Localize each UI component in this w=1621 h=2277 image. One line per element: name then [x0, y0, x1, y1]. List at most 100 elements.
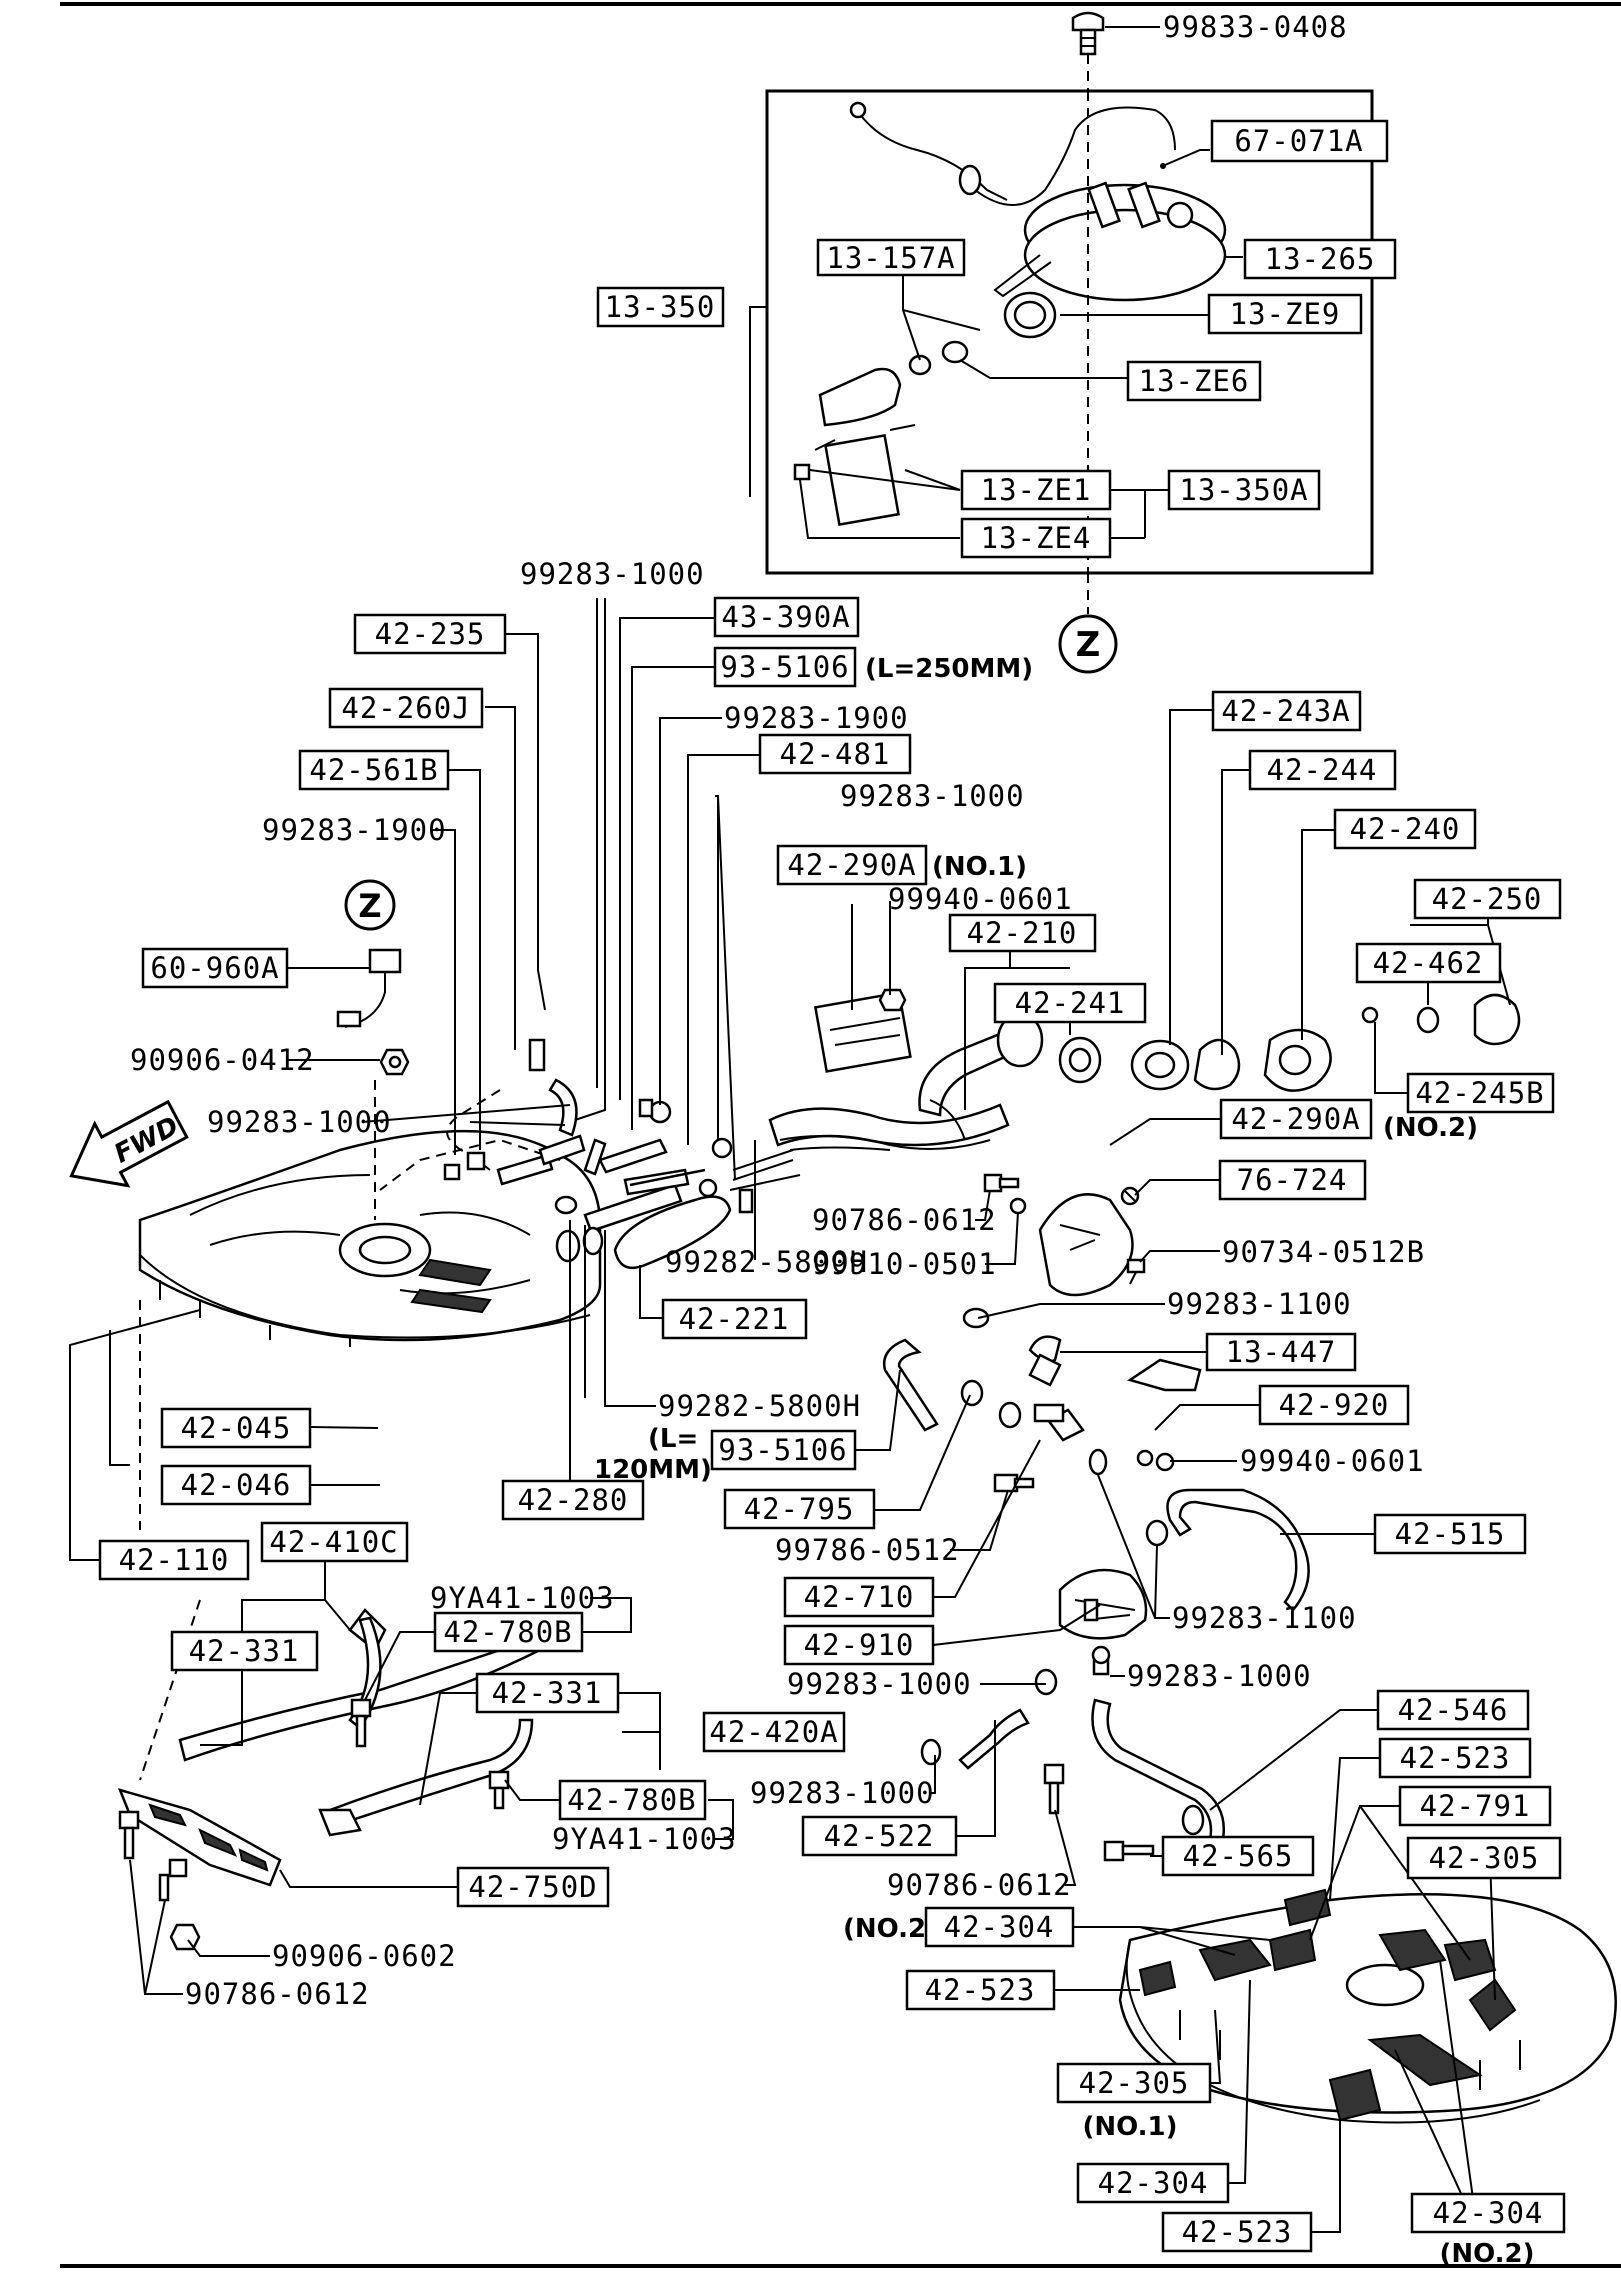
part-label-90786-0612-b: 90786-0612 [887, 1868, 1072, 1902]
vent-hose-drawing [882, 1307, 1310, 1862]
part-note-l-eq: (L= [648, 1424, 698, 1454]
part-label-99283-1100-b: 99283-1100 [1172, 1601, 1357, 1635]
part-label-42-410C: 42-410C [269, 1525, 398, 1559]
part-label-42-910: 42-910 [804, 1628, 915, 1662]
part-label-42-791: 42-791 [1420, 1789, 1531, 1823]
part-label-42-523-a: 42-523 [1400, 1741, 1511, 1775]
part-label-76-724: 76-724 [1237, 1163, 1348, 1197]
part-label-42-243A: 42-243A [1221, 694, 1350, 728]
part-label-13-350: 13-350 [605, 290, 716, 324]
part-label-42-522: 42-522 [824, 1819, 935, 1853]
part-note-no1-a: (NO.1) [932, 852, 1027, 882]
nut-icon [379, 1048, 410, 1076]
part-label-93-5106-b: 93-5106 [718, 1433, 847, 1467]
part-label-42-290A-a: 42-290A [787, 848, 916, 882]
part-label-99283-1900-b: 99283-1900 [262, 813, 447, 847]
connector-60-960A-icon [336, 948, 402, 1028]
part-label-99282-5800H-a: 99282-5800H [665, 1245, 868, 1279]
part-label-99283-1000-a: 99283-1000 [520, 557, 705, 591]
part-label-42-920: 42-920 [1279, 1388, 1390, 1422]
bolt-icon [158, 1858, 188, 1902]
part-label-42-046: 42-046 [181, 1468, 292, 1502]
part-label-13-ZE9: 13-ZE9 [1230, 297, 1341, 331]
part-label-60-960A: 60-960A [150, 951, 279, 985]
nut-icon [169, 1923, 201, 1951]
part-label-42-244: 42-244 [1267, 753, 1378, 787]
part-label-42-546: 42-546 [1398, 1693, 1509, 1727]
part-label-42-780B-b: 42-780B [567, 1783, 696, 1817]
part-label-99282-5800H-b: 99282-5800H [658, 1389, 861, 1423]
tank-straps-drawing [117, 1608, 543, 1951]
part-label-13-157A: 13-157A [826, 241, 955, 275]
part-label-42-304-a: 42-304 [944, 1910, 1055, 1944]
part-label-42-110: 42-110 [119, 1543, 230, 1577]
part-label-13-447: 13-447 [1226, 1335, 1337, 1369]
part-label-42-280: 42-280 [518, 1483, 629, 1517]
part-label-42-523-c: 42-523 [1182, 2215, 1293, 2249]
part-label-42-305-a: 42-305 [1429, 1841, 1540, 1875]
part-label-90786-0612-a: 90786-0612 [812, 1203, 997, 1237]
fuel-tank-upper-drawing [138, 1130, 602, 1347]
part-label-9YA41-1003-b: 9YA41-1003 [552, 1822, 737, 1856]
fuel-pump-inset-frame [765, 89, 1374, 575]
part-label-90906-0412: 90906-0412 [130, 1043, 315, 1077]
fuel-tank-lower-drawing [1118, 1888, 1617, 2124]
part-label-99283-1100-a: 99283-1100 [1167, 1287, 1352, 1321]
part-label-99786-0512: 99786-0512 [775, 1533, 960, 1567]
part-label-99940-0601-b: 99940-0601 [1240, 1444, 1425, 1478]
part-label-42-462: 42-462 [1373, 946, 1484, 980]
part-label-43-390A: 43-390A [721, 600, 850, 634]
part-label-42-210: 42-210 [967, 916, 1078, 950]
part-label-13-ZE4: 13-ZE4 [981, 521, 1092, 555]
filler-pipe-drawing [768, 988, 1521, 1297]
part-label-42-241: 42-241 [1015, 986, 1126, 1020]
bolt-icon [118, 1810, 140, 1860]
zone-marker-lower: Z [358, 887, 381, 925]
part-label-90906-0602: 90906-0602 [272, 1939, 457, 1973]
part-label-42-260J: 42-260J [341, 691, 470, 725]
part-label-99910-0501: 99910-0501 [812, 1247, 997, 1281]
forward-arrow-icon: FWD [69, 1099, 189, 1188]
part-label-42-235: 42-235 [375, 617, 486, 651]
part-labels: 99833-0408 67-071A 13-265 13-157A 13-350… [98, 10, 1566, 2269]
part-label-42-304-b: 42-304 [1098, 2166, 1209, 2200]
part-label-42-304-c: 42-304 [1433, 2196, 1544, 2230]
part-label-13-350A: 13-350A [1179, 473, 1308, 507]
part-label-42-250: 42-250 [1432, 882, 1543, 916]
part-label-42-523-b: 42-523 [925, 1973, 1036, 2007]
part-label-42-561B: 42-561B [309, 753, 438, 787]
bolt-icon [1103, 1840, 1155, 1862]
leader-lines [69, 598, 1511, 2233]
part-label-90786-0612-c: 90786-0612 [185, 1977, 370, 2011]
part-label-99283-1000-c: 99283-1000 [207, 1105, 392, 1139]
part-note-no2-b: (NO.2) [843, 1914, 938, 1944]
part-label-9YA41-1003-a: 9YA41-1003 [430, 1581, 615, 1615]
part-label-42-221: 42-221 [679, 1302, 790, 1336]
part-label-42-045: 42-045 [181, 1411, 292, 1445]
zone-marker-upper: Z [1076, 625, 1101, 665]
bolt-icon [1043, 1763, 1065, 1815]
part-label-42-240: 42-240 [1350, 812, 1461, 846]
part-label-42-481: 42-481 [780, 737, 891, 771]
part-label-90734-0512B: 90734-0512B [1222, 1235, 1425, 1269]
fuel-pump-assembly-drawing [793, 101, 1227, 527]
part-label-99283-1000-b: 99283-1000 [840, 779, 1025, 813]
part-label-99283-1000-f: 99283-1000 [750, 1776, 935, 1810]
part-label-42-710: 42-710 [804, 1580, 915, 1614]
part-label-13-ZE1: 13-ZE1 [981, 473, 1092, 507]
part-label-42-305-b: 42-305 [1079, 2066, 1190, 2100]
part-label-13-265: 13-265 [1265, 242, 1376, 276]
part-label-42-515: 42-515 [1395, 1517, 1506, 1551]
part-label-42-565: 42-565 [1183, 1839, 1294, 1873]
part-label-93-5106-a: 93-5106 [720, 650, 849, 684]
part-label-13-ZE6: 13-ZE6 [1139, 364, 1250, 398]
part-note-no1-b: (NO.1) [1082, 2112, 1177, 2142]
part-label-42-795: 42-795 [744, 1492, 855, 1526]
part-label-42-750D: 42-750D [468, 1870, 597, 1904]
part-label-42-245B: 42-245B [1415, 1076, 1544, 1110]
bolt-icon [350, 1698, 372, 1748]
part-label-99940-0601-a: 99940-0601 [888, 882, 1073, 916]
bolt-icon [1126, 1258, 1146, 1285]
screw-icon [1120, 1186, 1140, 1206]
